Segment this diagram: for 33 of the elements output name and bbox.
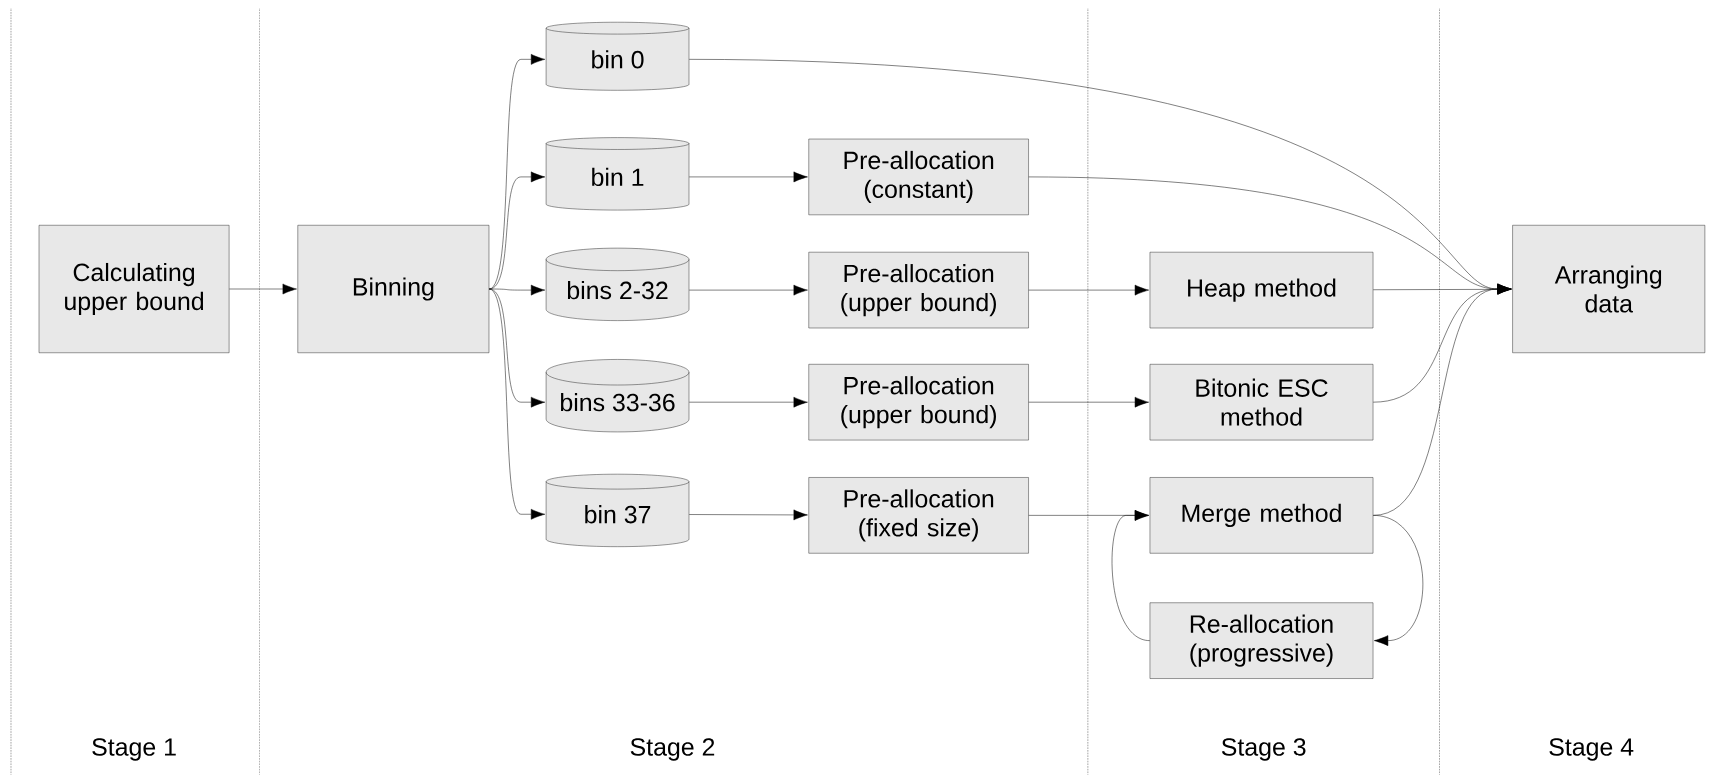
arrow: [1028, 284, 1149, 296]
stage-label: Stage 4: [1549, 738, 1634, 761]
stage-label: Stage 1: [92, 738, 176, 761]
cylinder-node: bins 33-36: [545, 359, 690, 433]
arrow: [689, 397, 808, 408]
cylinder-node: bin 1: [545, 137, 690, 211]
arrow: [1373, 283, 1512, 516]
arrow: [1028, 397, 1149, 408]
arrow: [229, 283, 297, 295]
process-box: Binning: [297, 225, 490, 354]
arrow: [689, 284, 808, 296]
process-box: Pre-allocation (upper bound): [808, 252, 1029, 329]
cylinder-node: bin 0: [545, 22, 690, 91]
stage-label: Stage 2: [630, 738, 715, 761]
process-box: Heap method: [1149, 252, 1374, 329]
cylinder-node: bin 37: [545, 474, 690, 548]
arrow: [1111, 510, 1150, 642]
arrow: [488, 288, 546, 520]
arrow: [689, 509, 808, 521]
cylinder-node: bins 2-32: [545, 248, 690, 321]
process-box: Pre-allocation (fixed size): [808, 477, 1029, 554]
process-box: Re-allocation (progressive): [1149, 602, 1374, 679]
arrow: [488, 284, 546, 296]
stage-label: Stage 3: [1221, 738, 1306, 761]
process-box: Bitonic ESC method: [1149, 364, 1374, 441]
arrow: [1373, 515, 1423, 647]
process-box: Arranging data: [1512, 225, 1706, 354]
process-box: Pre-allocation (constant): [808, 139, 1029, 216]
process-box: Pre-allocation (upper bound): [808, 364, 1029, 441]
arrow: [488, 54, 546, 290]
process-box: Calculating upper bound: [38, 225, 230, 354]
process-box: Merge method: [1149, 477, 1374, 554]
arrow: [689, 171, 808, 183]
